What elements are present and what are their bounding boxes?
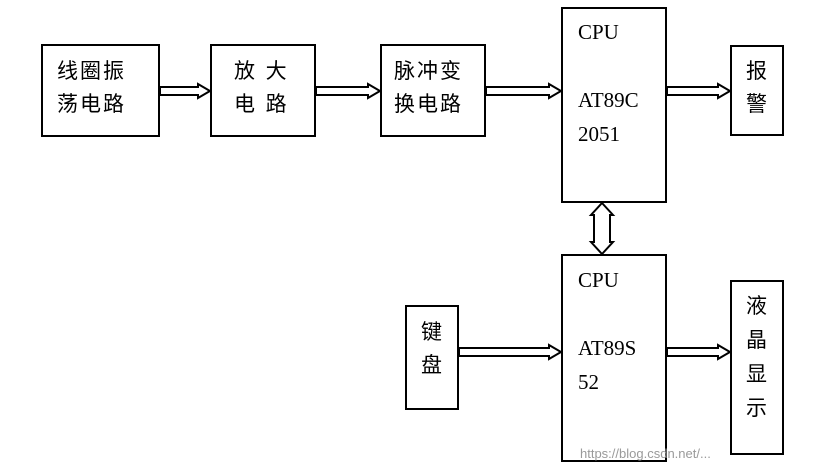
cpu-bottom-block bbox=[561, 254, 667, 462]
cpu-top-block bbox=[561, 7, 667, 203]
cpu-bottom-label-1: CPU bbox=[578, 268, 619, 292]
alarm-label-1: 报 bbox=[746, 59, 769, 83]
cpu-bottom-label-3: 52 bbox=[578, 370, 599, 394]
pulse-converter-block bbox=[380, 44, 486, 137]
pulse-converter-label-1: 脉冲变 bbox=[394, 59, 463, 83]
lcd-label-4: 示 bbox=[746, 396, 769, 420]
amplifier-label-1: 放 大 bbox=[234, 59, 289, 83]
arrow-oscillator-to-amplifier bbox=[159, 82, 212, 100]
oscillator-label-2: 荡电路 bbox=[57, 92, 126, 116]
cpu-bottom-label-2: AT89S bbox=[578, 336, 637, 360]
arrow-amplifier-to-pulse-converter bbox=[315, 82, 382, 100]
oscillator-block bbox=[41, 44, 160, 137]
lcd-label-2: 晶 bbox=[746, 328, 769, 352]
pulse-converter-label-2: 换电路 bbox=[394, 92, 463, 116]
cpu-top-label-1: CPU bbox=[578, 20, 619, 44]
arrow-cpu-top-to-alarm bbox=[666, 82, 732, 100]
cpu-top-label-3: 2051 bbox=[578, 122, 620, 146]
arrow-pulse-converter-to-cpu-top bbox=[485, 82, 563, 100]
lcd-block bbox=[730, 280, 784, 455]
alarm-label-2: 警 bbox=[746, 92, 769, 116]
amplifier-label-2: 电 路 bbox=[234, 92, 289, 116]
arrow-keyboard-to-cpu-bottom bbox=[458, 343, 563, 361]
keyboard-label-2: 盘 bbox=[421, 353, 444, 377]
keyboard-block bbox=[405, 305, 459, 410]
watermark: https://blog.csdn.net/... bbox=[580, 446, 711, 461]
oscillator-label-1: 线圈振 bbox=[57, 59, 126, 83]
keyboard-label-1: 键 bbox=[421, 320, 444, 344]
lcd-label-3: 显 bbox=[746, 362, 769, 386]
cpu-top-label-2: AT89C bbox=[578, 88, 639, 112]
lcd-label-1: 液 bbox=[746, 294, 769, 318]
arrow-cpu-bottom-to-lcd bbox=[666, 343, 732, 361]
arrow-cpu-bidirectional bbox=[588, 201, 616, 256]
